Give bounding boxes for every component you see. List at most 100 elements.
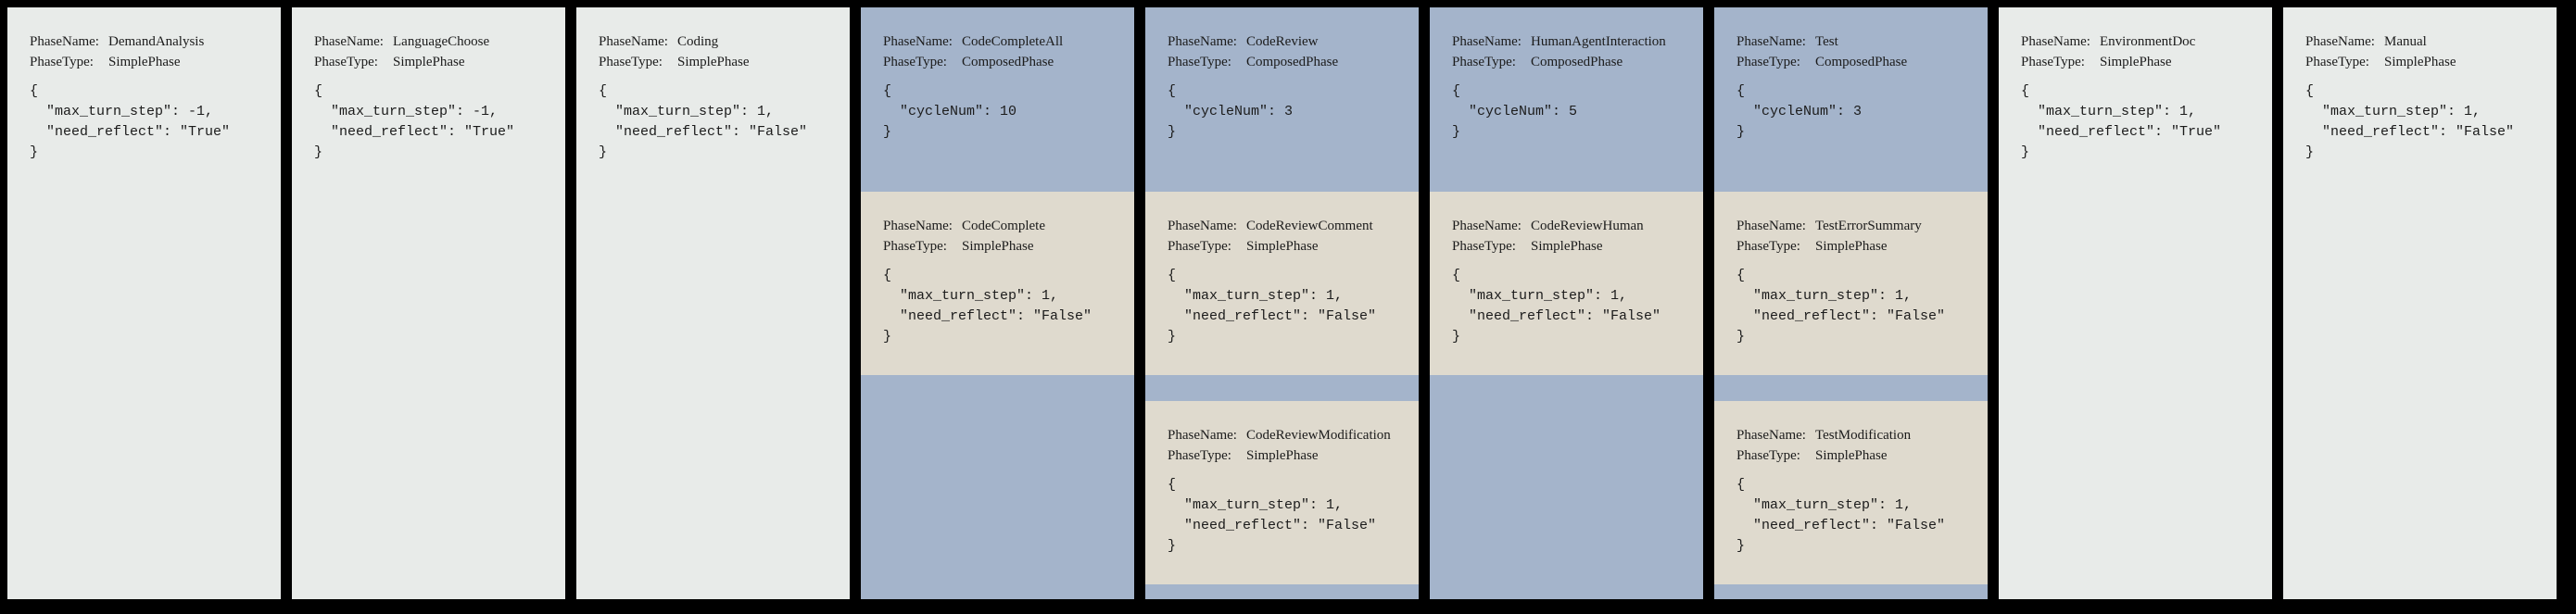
phase-type-line: PhaseType:SimplePhase [599,52,827,72]
phase-name-line: PhaseName:Manual [2305,31,2534,52]
phase-name-value: TestErrorSummary [1815,219,1922,233]
phase-type-line: PhaseType: SimplePhase [883,236,1112,257]
phase-name-value: EnvironmentDoc [2100,34,2196,49]
phase-name-value: DemandAnalysis [108,34,205,49]
phase-type-line: PhaseType: SimplePhase [1736,445,1965,466]
phase-config-json: { "max_turn_step": -1, "need_reflect": "… [30,83,231,160]
phase-name-value: CodeCompleteAll [962,34,1064,49]
phase-type-label: PhaseType: [314,55,378,69]
phase-name-label: PhaseName: [1736,428,1806,443]
phase-config-json: { "max_turn_step": 1, "need_reflect": "F… [883,268,1092,345]
phase-name-line: PhaseName: Coding [599,31,827,52]
phase-type-value: SimplePhase [962,239,1034,254]
phase-name-label: PhaseName: [1452,34,1522,49]
phase-type-label: PhaseType: [599,55,663,69]
phase-name-label: PhaseName: [1736,219,1806,233]
nested-phase-block: PhaseName:TestErrorSummary PhaseType:Sim… [1714,192,1988,375]
phase-column: PhaseName: DemandAnalysis PhaseType:Simpl… [7,7,281,599]
phase-config-json: { "max_turn_step": 1, "need_reflect": "F… [1452,268,1661,345]
phase-type-label: PhaseType: [2021,55,2085,69]
phase-name-value: Coding [677,34,719,49]
phase-header: PhaseName: LanguageChoose PhaseType: Simpl… [292,7,565,163]
nested-phase-block: PhaseName:CodeReviewComment PhaseType:Si… [1145,192,1419,375]
phase-name-label: PhaseName: [883,219,953,233]
phase-type-line: PhaseType:SimplePhase [30,52,259,72]
nested-phase-list: PhaseName:CodeReviewComment PhaseType:Si… [1145,192,1419,584]
phase-header: PhaseName:EnvironmentDoc PhaseType:Simpl… [1999,7,2272,163]
phase-name-line: PhaseName: EnvironmentDoc [2021,31,2250,52]
phase-header: PhaseName:Manual PhaseType:SimplePhase {… [2283,7,2557,163]
phase-type-label: PhaseType: [1452,239,1516,254]
phase-type-label: PhaseType: [1168,55,1231,69]
phase-type-label: PhaseType: [883,239,947,254]
phase-name-value: CodeReview [1246,34,1319,49]
nested-phase-block: PhaseName:CodeComplete PhaseType: SimpleP… [861,192,1134,375]
phase-name-line: PhaseName: CodeCompleteAll [883,31,1112,52]
phase-type-label: PhaseType: [1736,448,1800,463]
phase-name-line: PhaseName:CodeReviewModification [1168,425,1396,445]
phase-config-json: { "max_turn_step": 1, "need_reflect": "F… [599,83,808,160]
phase-config-json: { "max_turn_step": 1, "need_reflect": "F… [1168,268,1377,345]
phase-name-line: PhaseName:Test [1736,31,1965,52]
phase-type-label: PhaseType: [1168,239,1231,254]
phase-config-json: { "max_turn_step": 1, "need_reflect": "T… [2021,83,2222,160]
phase-name-label: PhaseName: [1452,219,1522,233]
phase-type-value: SimplePhase [1246,239,1319,254]
phase-type-value: ComposedPhase [1815,55,1908,69]
phase-config-json: { "cycleNum": 3 } [1168,83,1294,140]
phase-name-label: PhaseName: [2305,34,2375,49]
phase-name-label: PhaseName: [30,34,99,49]
phase-header: PhaseName: Coding PhaseType:SimplePhase {… [576,7,850,163]
phase-column: PhaseName: Coding PhaseType:SimplePhase {… [576,7,850,599]
phase-name-line: PhaseName: TestModification [1736,425,1965,445]
phase-column: PhaseName:Manual PhaseType:SimplePhase {… [2283,7,2557,599]
phase-name-value: CodeReviewComment [1246,219,1373,233]
phase-type-label: PhaseType: [1168,448,1231,463]
phase-config-json: { "max_turn_step": 1, "need_reflect": "F… [1168,477,1377,554]
phase-header: PhaseName:Test PhaseType:ComposedPhase {… [1714,7,1988,192]
phase-header: PhaseName: CodeReview PhaseType:ComposedP… [1145,7,1419,192]
phase-header: PhaseName:HumanAgentInteraction PhaseTyp… [1430,7,1703,192]
nested-phase-block: PhaseName:CodeReviewHuman PhaseType:Simp… [1430,192,1703,375]
phase-column: PhaseName:EnvironmentDoc PhaseType:Simpl… [1999,7,2272,599]
phase-type-line: PhaseType:ComposedPhase [1168,52,1396,72]
phase-type-line: PhaseType: SimplePhase [1168,236,1396,257]
phase-type-line: PhaseType:ComposedPhase [1736,52,1965,72]
phase-config-json: { "cycleNum": 10 } [883,83,1017,140]
nested-phase-block: PhaseName: TestModification PhaseType: Sim… [1714,401,1988,584]
phase-type-value: SimplePhase [2384,55,2456,69]
phase-name-value: CodeReviewModification [1246,428,1391,443]
phase-name-label: PhaseName: [883,34,953,49]
phase-type-line: PhaseType: SimplePhase [2305,52,2534,72]
phase-name-line: PhaseName: CodeReview [1168,31,1396,52]
phase-name-label: PhaseName: [314,34,384,49]
phase-type-label: PhaseType: [1736,239,1800,254]
phase-type-value: SimplePhase [1815,448,1888,463]
phase-type-value: SimplePhase [1246,448,1319,463]
phase-name-value: CodeReviewHuman [1531,219,1644,233]
phase-column: PhaseName: CodeCompleteAll PhaseType: Comp… [861,7,1134,599]
phase-config-json: { "max_turn_step": 1, "need_reflect": "F… [1736,268,1946,345]
phase-type-line: PhaseType: SimplePhase [1168,445,1396,466]
phase-column: PhaseName: CodeReview PhaseType:ComposedP… [1145,7,1419,599]
phase-header: PhaseName: CodeCompleteAll PhaseType: Comp… [861,7,1134,192]
phase-type-label: PhaseType: [2305,55,2369,69]
phase-type-value: SimplePhase [108,55,181,69]
phase-name-line: PhaseName: CodeReviewHuman [1452,216,1681,236]
phase-type-label: PhaseType: [883,55,947,69]
phase-name-line: PhaseName: DemandAnalysis [30,31,259,52]
phase-type-value: SimplePhase [393,55,465,69]
phase-name-value: LanguageChoose [393,34,490,49]
phase-name-value: Test [1815,34,1838,49]
phase-type-value: ComposedPhase [962,55,1054,69]
phase-config-json: { "cycleNum": 5 } [1452,83,1578,140]
phase-name-label: PhaseName: [2021,34,2090,49]
phase-type-label: PhaseType: [1452,55,1516,69]
phase-name-line: PhaseName:HumanAgentInteraction [1452,31,1681,52]
phase-name-value: TestModification [1815,428,1912,443]
phase-name-line: PhaseName:CodeComplete [883,216,1112,236]
phase-name-label: PhaseName: [1168,34,1237,49]
phase-name-label: PhaseName: [599,34,668,49]
